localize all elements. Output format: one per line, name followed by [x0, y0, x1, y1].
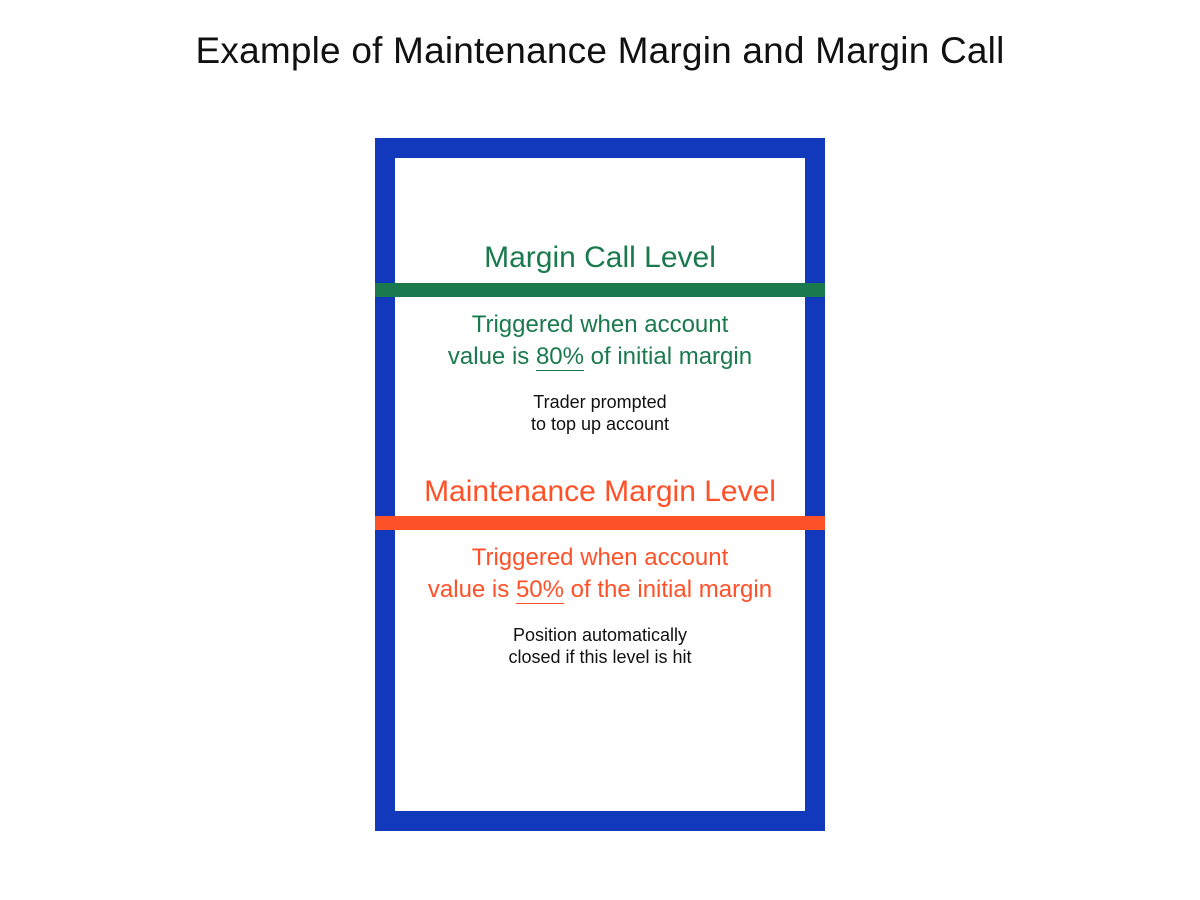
margin-call-level-line	[375, 283, 825, 297]
maintenance-trigger-suffix: of the initial margin	[563, 576, 773, 603]
maintenance-note-line2: closed if this level is hit	[508, 647, 692, 667]
maintenance-note-line1: Position automatically	[512, 625, 688, 645]
maintenance-margin-level-line	[375, 516, 825, 530]
margin-call-percent: 80%	[535, 343, 584, 371]
page-title: Example of Maintenance Margin and Margin…	[195, 30, 1005, 71]
maintenance-margin-note: Position automatically closed if this le…	[395, 624, 805, 668]
maintenance-percent: 50%	[515, 576, 564, 604]
account-frame	[375, 138, 825, 831]
margin-call-trigger-text: Triggered when account value is 80% of i…	[395, 309, 805, 373]
margin-call-note: Trader prompted to top up account	[395, 391, 805, 435]
maintenance-trigger-line1: Triggered when account	[471, 544, 729, 571]
margin-call-trigger-prefix: value is	[447, 343, 536, 370]
margin-call-trigger-line1: Triggered when account	[471, 311, 729, 338]
margin-call-title: Margin Call Level	[484, 241, 716, 274]
margin-call-note-line1: Trader prompted	[533, 392, 667, 412]
margin-call-trigger-suffix: of initial margin	[584, 343, 753, 370]
maintenance-margin-trigger-text: Triggered when account value is 50% of t…	[395, 542, 805, 606]
margin-call-note-line2: to top up account	[530, 414, 670, 434]
maintenance-margin-title: Maintenance Margin Level	[424, 475, 776, 508]
maintenance-trigger-prefix: value is	[427, 576, 516, 603]
